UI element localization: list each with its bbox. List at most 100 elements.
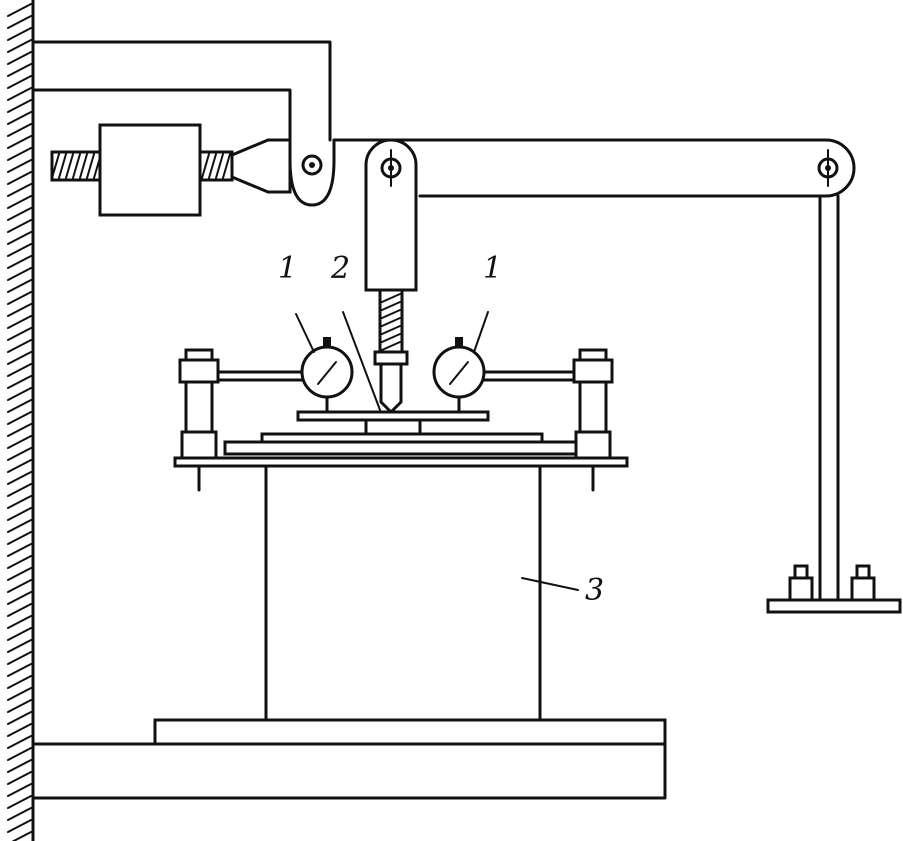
counterweight-block [98, 123, 202, 217]
wall-hatch-stroke [7, 639, 32, 653]
screw-thread-stroke [201, 153, 210, 179]
plunger-body [364, 138, 418, 292]
base-top-plate [153, 718, 667, 746]
leader-lines [295, 311, 579, 591]
wall-hatch-stroke [7, 447, 32, 461]
dial-stem-right [455, 337, 463, 347]
wall-hatch-stroke [7, 243, 32, 257]
weight-left [788, 576, 814, 602]
screw-thread-stroke [58, 153, 67, 179]
wall-hatch-stroke [7, 579, 32, 593]
screw-coupling [230, 138, 292, 194]
wall-hatch-stroke [7, 435, 32, 449]
lever-beam [332, 138, 856, 198]
wall-hatch-stroke [7, 159, 32, 173]
callout-labels: 1 2 1 3 [278, 251, 604, 608]
wall-hatch-stroke [7, 207, 32, 221]
lever-outline [332, 138, 856, 198]
wall-hatch-stroke [7, 603, 32, 617]
wall-hatch-stroke [7, 471, 32, 485]
screw-thread-stroke [381, 317, 401, 327]
screw-thread-stroke [381, 325, 401, 335]
screw-thread-stroke [72, 153, 81, 179]
wall-hatch-stroke [11, 831, 32, 841]
frame-inner-arm [31, 88, 292, 162]
callout-label-indenter: 2 [330, 251, 350, 286]
screw-thread-stroke [381, 341, 401, 351]
clamp-bar [173, 456, 629, 468]
wall-hatch-stroke [7, 267, 32, 281]
callout-label-dial-left: 1 [278, 251, 297, 286]
weight-pan [766, 598, 902, 614]
weight-left-knob [793, 564, 809, 580]
stand-left-nut [180, 430, 218, 460]
wall-hatch-stroke [7, 39, 32, 53]
wall-hatch-stroke [7, 483, 32, 497]
upper-frame [31, 40, 336, 207]
screw-thread-stroke [381, 333, 401, 343]
stand-right-clamp [572, 358, 614, 384]
wall-hatch-stroke [7, 459, 32, 473]
wall-hatch-stroke [7, 147, 32, 161]
indent-pad [364, 418, 422, 436]
dial-gauge-left [300, 337, 354, 414]
wall-hatch-stroke [7, 567, 32, 581]
wall-hatch-stroke [7, 219, 32, 233]
stand-left-clamp [178, 358, 220, 384]
screw-thread-stroke [222, 153, 231, 179]
wall-hatch-stroke [7, 783, 32, 797]
wall-hatch-stroke [7, 795, 32, 809]
wall-hatch-stroke [7, 123, 32, 137]
wall-hatch-stroke [7, 87, 32, 101]
dial-stem-left [323, 337, 331, 347]
screw-thread-stroke [86, 153, 95, 179]
wall-hatch-stroke [7, 303, 32, 317]
wall-hatch-stroke [7, 387, 32, 401]
screw-thread-stroke [208, 153, 217, 179]
dial-gauge-right [432, 337, 486, 414]
weight-hanger [766, 194, 902, 614]
plunger-collar [373, 350, 409, 366]
wall-hatch-stroke [7, 495, 32, 509]
wall-hatch-stroke [7, 171, 32, 185]
wall-hatch-stroke [7, 723, 32, 737]
wall-hatch-stroke [7, 3, 32, 17]
wall-hatch-stroke [7, 627, 32, 641]
wall-hatch-stroke [7, 675, 32, 689]
wall-hatch-stroke [7, 531, 32, 545]
vessel [264, 464, 542, 722]
wall-hatch-stroke [7, 327, 32, 341]
wall-hatch-stroke [7, 51, 32, 65]
plunger-screw-thread [381, 293, 401, 351]
wall-hatch-stroke [7, 231, 32, 245]
wall-hatch-stroke [7, 711, 32, 725]
wall-hatch-stroke [7, 375, 32, 389]
wall-hatching [7, 3, 32, 841]
wall-hatch-stroke [7, 315, 32, 329]
callout-label-vessel: 3 [585, 573, 604, 608]
wall-hatch-stroke [7, 195, 32, 209]
dial-needle-left [317, 361, 337, 385]
wall-hatch-stroke [7, 63, 32, 77]
screw-thread-stroke [215, 153, 224, 179]
wall-hatch-stroke [7, 519, 32, 533]
leader-indenter [342, 311, 381, 411]
screw-thread-stroke [65, 153, 74, 179]
wall-hatch-stroke [7, 735, 32, 749]
wall-hatch-stroke [7, 819, 32, 833]
wall-hatch-stroke [7, 15, 32, 29]
base-slab [31, 742, 667, 800]
wall-hatch-stroke [7, 555, 32, 569]
wall-hatch-stroke [7, 591, 32, 605]
leader-dial-left [295, 313, 315, 353]
wall-hatch-stroke [7, 747, 32, 761]
frame-pivot-icon [301, 154, 323, 176]
wall-hatch-stroke [7, 651, 32, 665]
wall-hatch-stroke [7, 507, 32, 521]
screw-thread-right [201, 153, 231, 179]
wall-hatch-stroke [7, 771, 32, 785]
wall-hatch-stroke [7, 663, 32, 677]
wall-hatch-stroke [7, 183, 32, 197]
